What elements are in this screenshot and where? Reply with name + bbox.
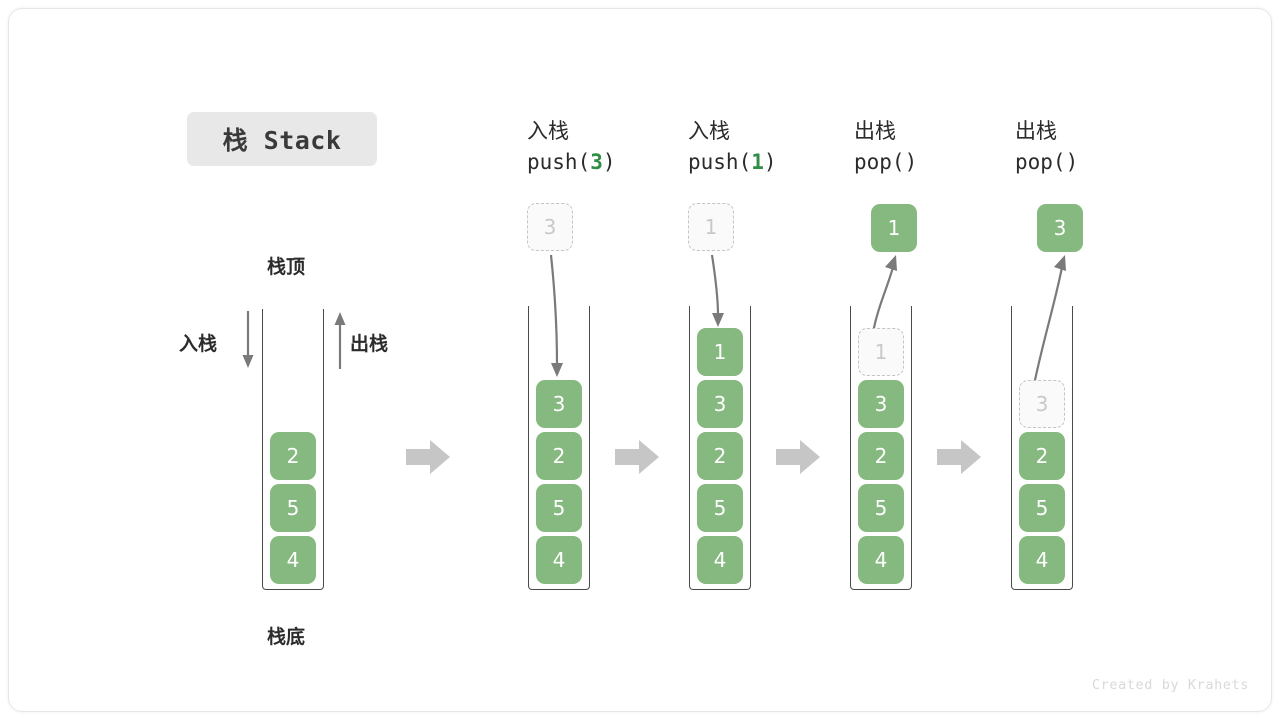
diagram-canvas: 栈 Stack 栈顶 栈底 入栈 出栈 2 5 4 入栈 push(3) 3 <box>8 8 1272 712</box>
pop-motion-arrow <box>1032 255 1066 386</box>
stack-cell: 4 <box>1019 536 1065 584</box>
step-header-pop-1: 出栈 pop() <box>854 119 918 174</box>
push-motion-arrow <box>549 254 563 377</box>
stack-cell: 2 <box>858 432 904 480</box>
flow-arrow <box>615 440 659 474</box>
stack-cell: 5 <box>1019 484 1065 532</box>
incoming-ghost-cell: 3 <box>527 203 573 251</box>
flow-arrow <box>406 440 450 474</box>
popped-cell: 1 <box>871 204 917 252</box>
stack-cell: 4 <box>697 536 743 584</box>
step-header-pop-3: 出栈 pop() <box>1015 119 1079 174</box>
step-header-push-1: 入栈 push(1) <box>688 119 777 174</box>
stack-cell: 2 <box>697 432 743 480</box>
stack-cell: 2 <box>536 432 582 480</box>
stack-cell: 1 <box>697 328 743 376</box>
pop-motion-arrow <box>871 255 897 334</box>
flow-arrow <box>776 440 820 474</box>
page-title: 栈 Stack <box>222 126 342 155</box>
push-direction-arrow <box>242 311 254 368</box>
stack-frame <box>262 309 324 590</box>
stack-frame <box>528 306 590 590</box>
stack-frame <box>1011 306 1073 590</box>
popped-cell: 3 <box>1037 204 1083 252</box>
stack-cell: 3 <box>697 380 743 428</box>
stack-frame <box>850 306 912 590</box>
stack-cell: 2 <box>270 432 316 480</box>
stack-cell: 5 <box>270 484 316 532</box>
stack-cell: 4 <box>536 536 582 584</box>
title-chip: 栈 Stack <box>187 112 377 166</box>
stack-frame <box>689 306 751 590</box>
flow-arrow <box>937 440 981 474</box>
watermark-credit: Created by Krahets <box>1091 677 1249 693</box>
stack-cell: 5 <box>536 484 582 532</box>
stack-cell: 5 <box>697 484 743 532</box>
push-motion-arrow <box>710 254 724 327</box>
stack-cell: 4 <box>858 536 904 584</box>
push-label-left: 入栈 <box>179 333 218 355</box>
stack-cell: 4 <box>270 536 316 584</box>
removed-ghost-cell: 1 <box>858 328 904 376</box>
step-header-push-3: 入栈 push(3) <box>527 119 616 174</box>
pop-direction-arrow <box>334 312 346 369</box>
stack-cell: 3 <box>536 380 582 428</box>
stack-cell: 5 <box>858 484 904 532</box>
removed-ghost-cell: 3 <box>1019 380 1065 428</box>
stack-cell: 3 <box>858 380 904 428</box>
stack-top-label: 栈顶 <box>267 256 306 278</box>
stack-cell: 2 <box>1019 432 1065 480</box>
incoming-ghost-cell: 1 <box>688 203 734 251</box>
stack-bottom-label: 栈底 <box>267 626 306 648</box>
pop-label-left: 出栈 <box>350 333 389 355</box>
